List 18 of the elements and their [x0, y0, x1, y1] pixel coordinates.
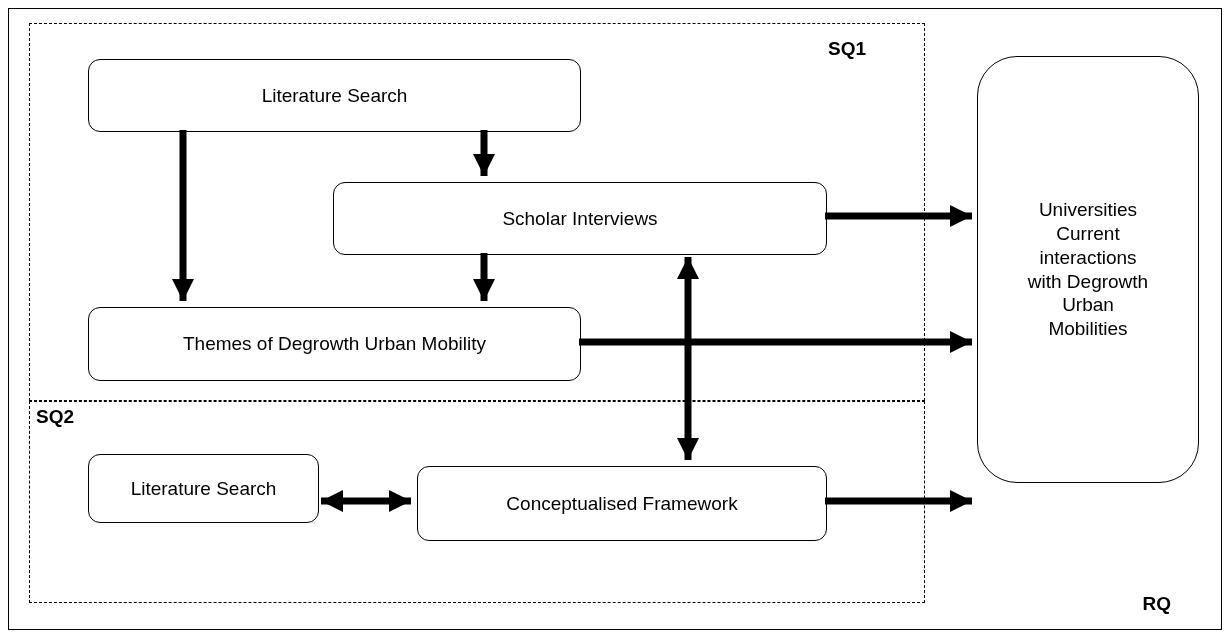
- dashed-group-frame: [29, 23, 925, 401]
- process-box: [333, 182, 827, 255]
- box-label: Conceptualised Framework: [506, 492, 738, 515]
- box-label: Literature Search: [261, 84, 408, 107]
- process-box: [88, 307, 581, 381]
- box-label: Themes of Degrowth Urban Mobility: [182, 333, 487, 355]
- box-label: Scholar Interviews: [502, 207, 658, 230]
- group-label: SQ1: [827, 38, 866, 60]
- dashed-group-frame: [29, 401, 925, 603]
- box-label: Universities Current interactions with Degrowth Urban Mobilities: [1026, 198, 1150, 341]
- group-label: SQ2: [36, 406, 75, 428]
- diagram-frame: [8, 8, 1222, 630]
- box-label: Literature Search: [130, 477, 277, 500]
- process-box: [417, 466, 827, 541]
- process-box: [88, 454, 319, 523]
- process-box: [88, 59, 581, 132]
- process-box: [977, 56, 1199, 483]
- group-label: RQ: [1142, 593, 1171, 615]
